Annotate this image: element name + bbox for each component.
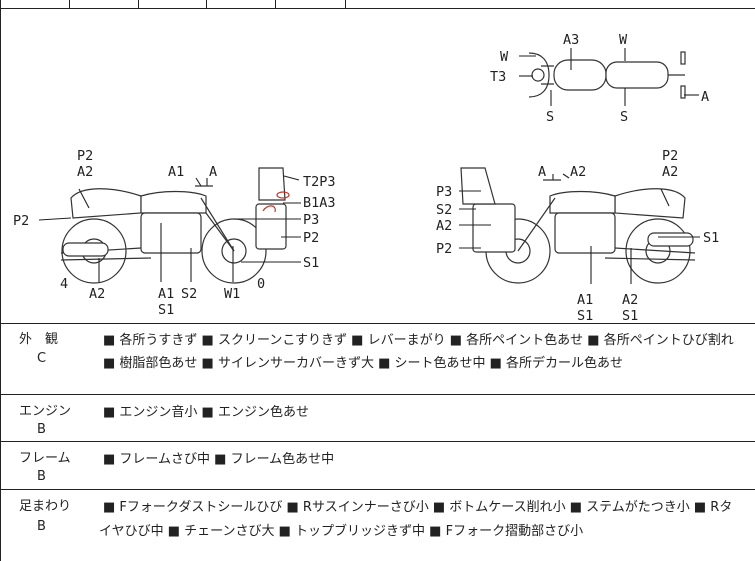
label-a2: A2 [622,292,638,308]
category-label: エンジン [19,404,72,419]
condition-items: ■ エンジン音小 ■ エンジン色あせ [103,401,749,424]
condition-line: ■ 樹脂部色あせ ■ サイレンサーカバーきず大 ■ シート色あせ中 ■ 各所デカ… [103,356,624,371]
label-w: W [619,32,628,48]
condition-items: ■ 各所うすきず ■ スクリーンこすりきず ■ レバーまがり ■ 各所ペイント色… [103,329,749,375]
condition-row-exterior: 外 観 C ■ 各所うすきず ■ スクリーンこすりきず ■ レバーまがり ■ 各… [0,323,755,395]
condition-items: ■ Fフォークダストシールひび ■ Rサスインナーさび小 ■ ボトムケース削れ小… [99,496,749,544]
label-a1: A1 [168,164,184,180]
label-t2p3: T2P3 [303,174,336,190]
label-a: A [209,164,217,180]
condition-items: ■ フレームさび中 ■ フレーム色あせ中 [103,448,749,471]
left-side-bike [60,167,290,284]
label-4: 4 [60,276,68,292]
label-p2: P2 [662,148,678,164]
label-a1: A1 [577,292,593,308]
grade-value: B [37,422,46,437]
label-s2: S2 [436,202,452,218]
label-s1: S1 [577,308,593,323]
condition-row-suspension: 足まわり B ■ Fフォークダストシールひび ■ Rサスインナーさび小 ■ ボト… [0,490,755,561]
label-t3: T3 [490,69,506,85]
label-s1: S1 [703,230,719,246]
label-a: A [701,89,709,105]
label-p3: P3 [436,184,452,200]
label-p2: P2 [436,241,452,257]
label-s: S [546,109,554,125]
label-p2: P2 [303,230,319,246]
label-s2: S2 [181,286,197,302]
label-w: W [500,49,509,65]
grade-value: B [37,469,46,484]
label-a2: A2 [570,164,586,180]
condition-line: ■ エンジン音小 ■ エンジン色あせ [103,405,309,420]
label-s1: S1 [158,302,174,318]
label-0: 0 [257,276,265,292]
label-p2: P2 [77,148,93,164]
label-a: A [538,164,546,180]
label-s: S [620,109,628,125]
label-a2: A2 [77,164,93,180]
category-label: フレーム [19,451,71,466]
top-view-bike [528,51,686,99]
label-a2: A2 [89,286,105,302]
label-a3: A3 [563,32,579,48]
label-w1: W1 [224,286,240,302]
condition-row-frame: フレーム B ■ フレームさび中 ■ フレーム色あせ中 [0,442,755,490]
label-s1: S1 [303,255,319,271]
label-b1a3: B1A3 [303,195,336,211]
label-p3: P3 [303,212,319,228]
condition-row-engine: エンジン B ■ エンジン音小 ■ エンジン色あせ [0,395,755,442]
label-a2: A2 [662,164,678,180]
condition-line: ■ Fフォークダストシールひび ■ Rサスインナーさび小 ■ ボトムケース削れ小… [103,500,733,515]
motorcycle-diagram-svg: W T3 A3 W A S S P2 A2 A1 A T2P3 B1A3 P3 … [13,32,719,323]
condition-line: イヤひび中 ■ チェーンさび大 ■ トップブリッジきず中 ■ Fフォーク摺動部さ… [99,524,584,539]
condition-line: ■ フレームさび中 ■ フレーム色あせ中 [103,452,335,467]
damage-diagram: W T3 A3 W A S S P2 A2 A1 A T2P3 B1A3 P3 … [0,8,755,324]
label-a2: A2 [436,218,452,234]
grade-value: C [37,351,47,366]
right-side-bike [460,167,696,284]
category-label: 外 観 [19,332,59,347]
label-p2: P2 [13,213,29,229]
label-a1: A1 [158,286,174,302]
condition-line: ■ 各所うすきず ■ スクリーンこすりきず ■ レバーまがり ■ 各所ペイント色… [103,333,734,348]
previous-table-strip [0,0,755,9]
label-s1: S1 [622,308,638,323]
category-label: 足まわり [19,499,72,514]
grade-value: B [37,519,46,534]
